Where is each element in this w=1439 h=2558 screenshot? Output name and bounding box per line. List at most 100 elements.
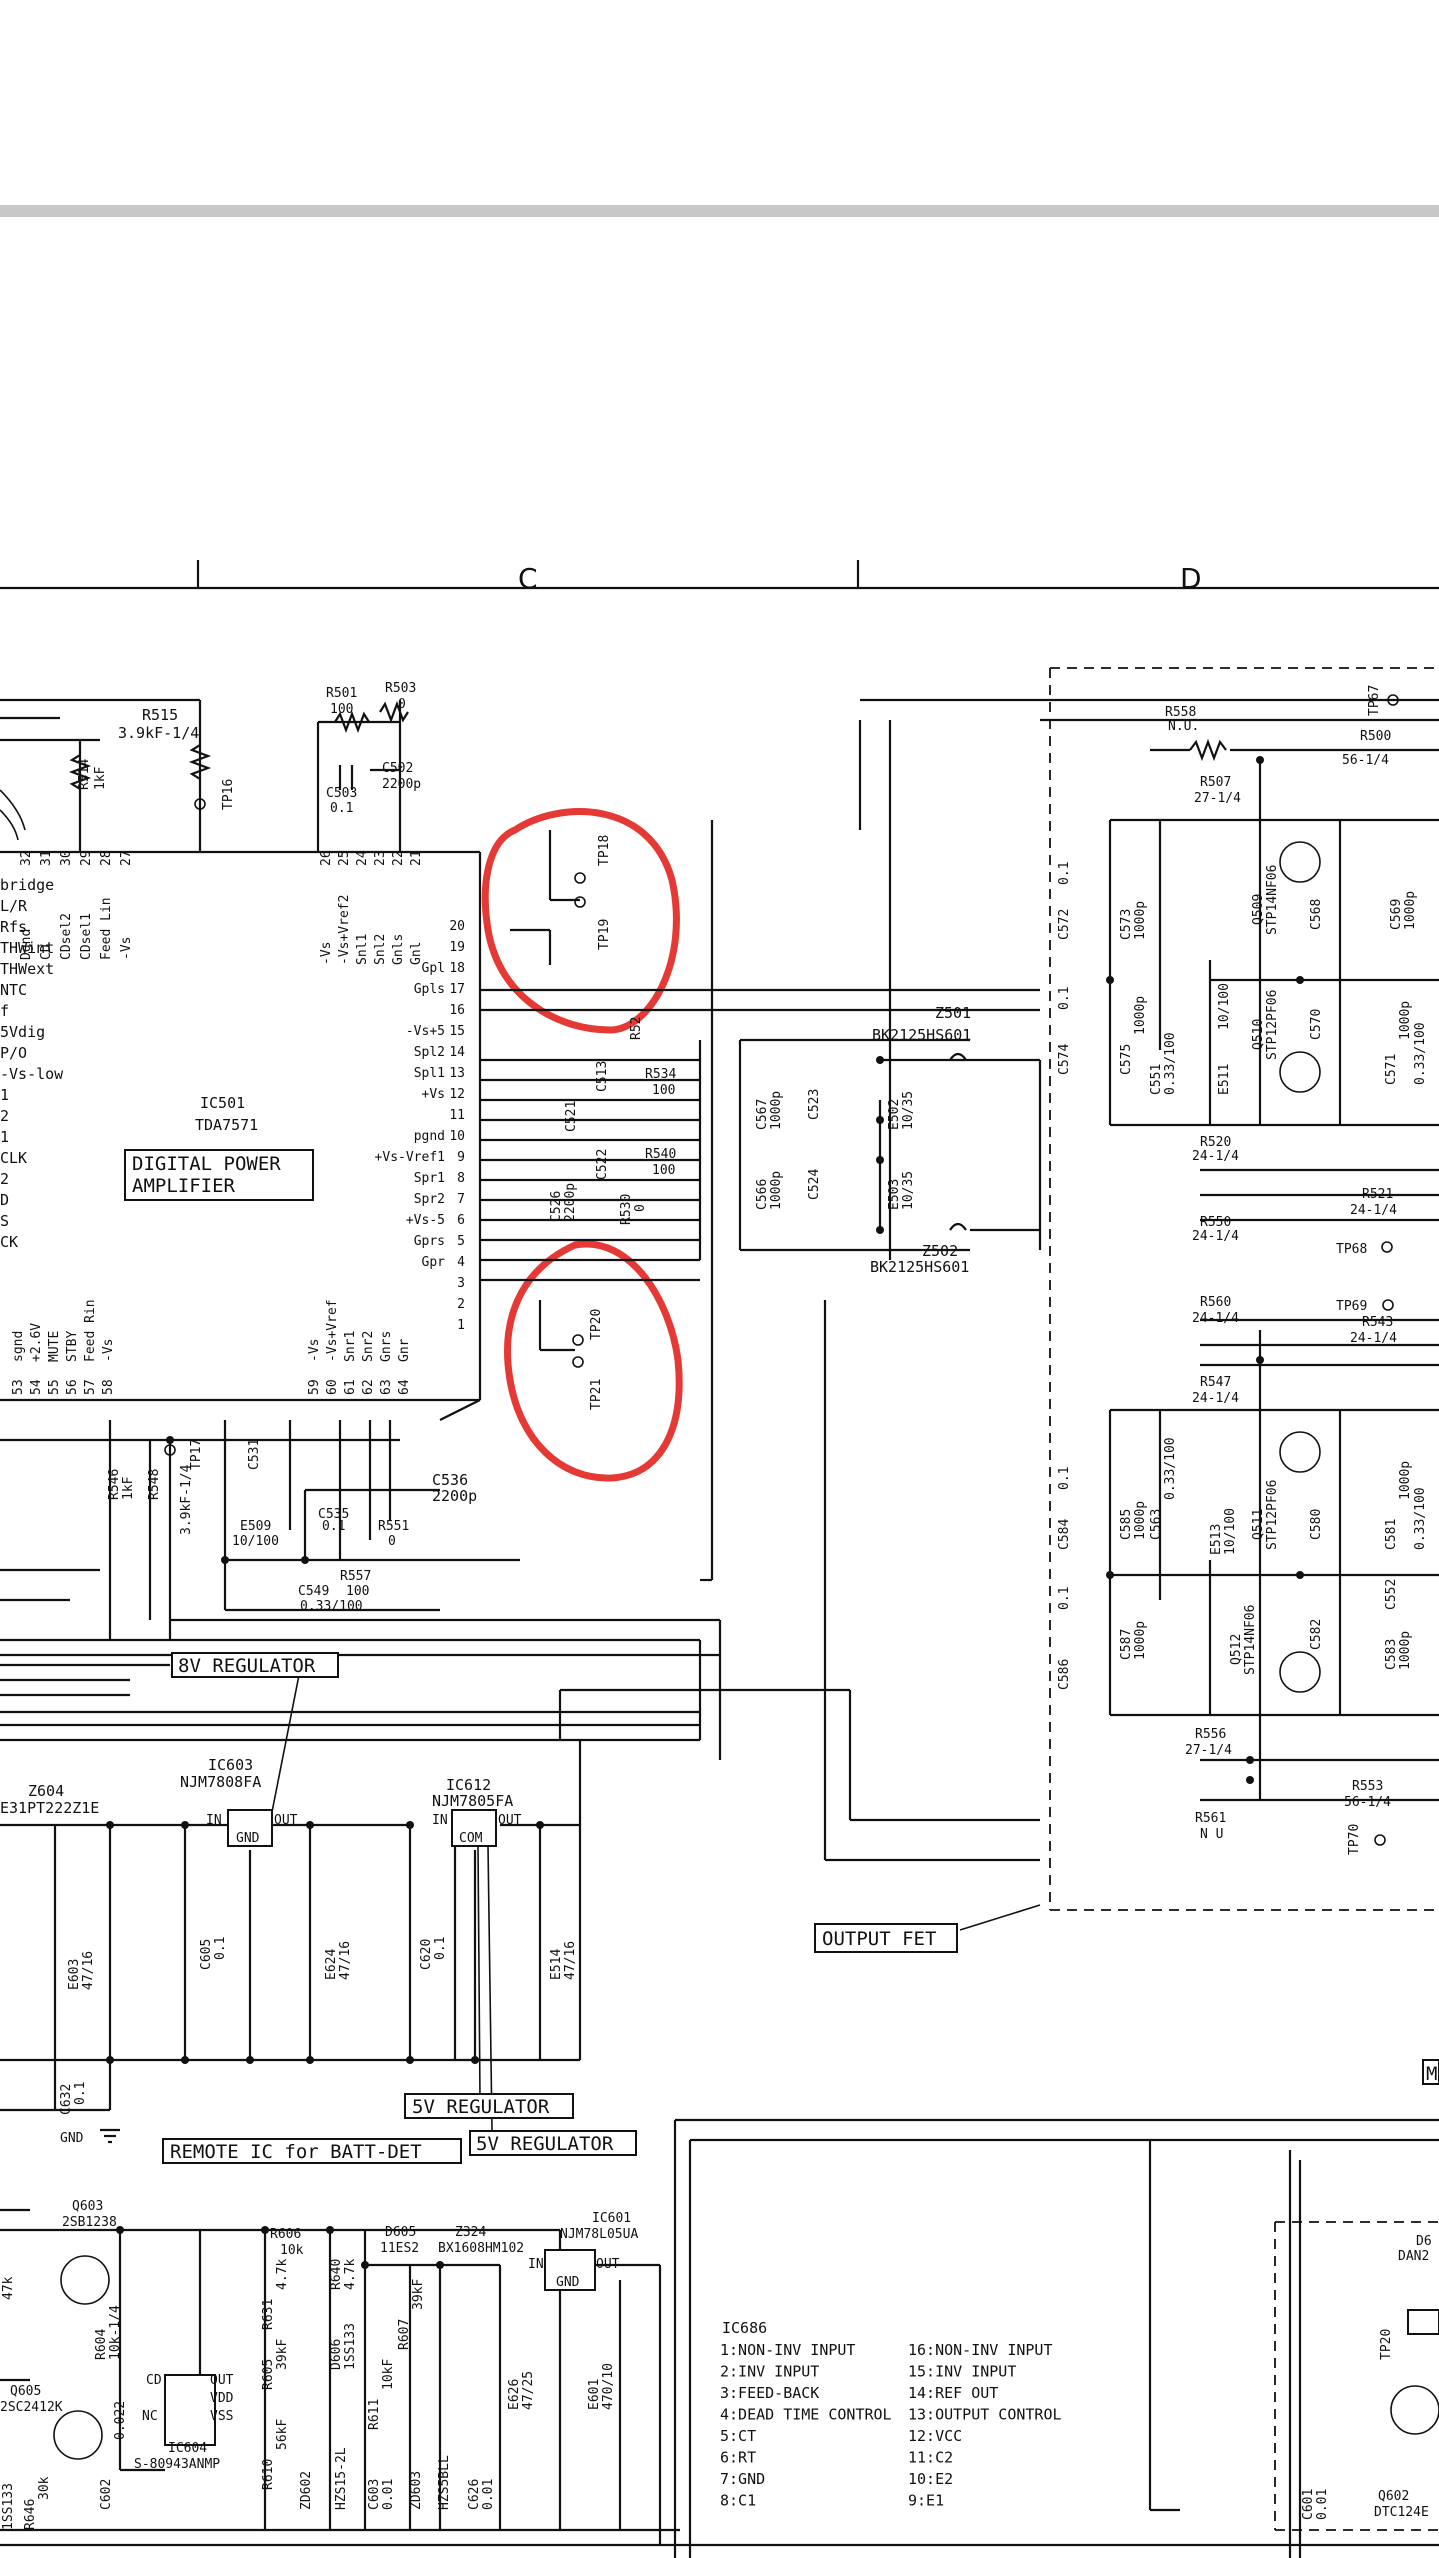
ic686-pin-right: 15:INV INPUT <box>908 2363 1016 2381</box>
reg-5v-label-b: 5V REGULATOR <box>476 2133 614 2155</box>
ic501-bottom-pin-name: Gnrs <box>379 1331 394 1362</box>
ic501-ref: IC501 <box>200 1094 245 1112</box>
zd602-part: HZS15-2L <box>334 2447 349 2510</box>
ic603-pin-out: OUT <box>274 1813 298 1828</box>
ic501-right-pin-name: +Vs-5 <box>406 1213 445 1228</box>
ic501-bottom-pin-name: +2.6V <box>29 1323 44 1362</box>
ic686-pin-left: 7:GND <box>720 2470 765 2488</box>
ic501-right-pin-number: 17 <box>449 982 465 997</box>
highlight-circle-tp20-tp21 <box>504 1240 683 1482</box>
tp19-label: TP19 <box>597 919 612 950</box>
snubber-top <box>316 700 409 852</box>
ic601-label: IC601 <box>592 2211 631 2226</box>
ic686-pin-left: 5:CT <box>720 2427 756 2445</box>
e603-value: 47/16 <box>81 1951 96 1990</box>
ic604-pin-cd: CD <box>146 2373 162 2388</box>
ic501-right-pin-name: Gpl <box>422 961 445 976</box>
ic501-right-pin-name: Spr1 <box>414 1171 445 1186</box>
ic501-top-pin-number: 24 <box>355 850 370 866</box>
zone-d-label: D <box>1180 562 1202 595</box>
e502-label: E502 <box>887 1099 902 1130</box>
ic501-top-pin-number: 27 <box>119 850 134 866</box>
c620-value: 0.1 <box>433 1937 448 1960</box>
ss133-value: 1SS133 <box>1 2483 16 2530</box>
c583-value: 1000p <box>1398 1631 1413 1670</box>
e511-value: 10/100 <box>1217 983 1232 1030</box>
q509-part: STP14NF06 <box>1265 865 1280 935</box>
ic501-left-pin-name: S <box>0 1212 9 1230</box>
c574-label: C574 <box>1057 1044 1072 1075</box>
top-rule <box>0 205 1439 217</box>
ic501-bottom-pin-number: 55 <box>47 1379 62 1395</box>
r561-value: N U <box>1200 1827 1223 1842</box>
c503-value: 0.1 <box>330 801 353 816</box>
ic686-pin-left: 2:INV INPUT <box>720 2363 819 2381</box>
z324-part: BX1608HM102 <box>438 2241 524 2256</box>
r640-label: R640 <box>329 2259 344 2290</box>
power-supply-bottom <box>0 2059 1439 2558</box>
ic501-left-pin-name: THWext <box>0 960 54 978</box>
e624-label: E624 <box>324 1949 339 1980</box>
r640-value: 4.7k <box>343 2259 358 2290</box>
c503-label: C503 <box>326 786 357 801</box>
c583-label: C583 <box>1384 1639 1399 1670</box>
c575-value: 1000p <box>1133 996 1148 1035</box>
ic501-bottom-pin-number: 56 <box>65 1379 80 1395</box>
reg-8v-label: 8V REGULATOR <box>178 1655 316 1677</box>
ic501-right-pin-number: 8 <box>457 1171 465 1186</box>
c626-value: 0.01 <box>481 2479 496 2510</box>
r646-value: 30k <box>37 2476 52 2500</box>
ic501-bottom-pin-name: MUTE <box>47 1331 62 1362</box>
c531-label: C531 <box>247 1439 262 1470</box>
ic686-pin-left: 1:NON-INV INPUT <box>720 2341 855 2359</box>
ic501-right-pin-number: 5 <box>457 1234 465 1249</box>
ic501-right-pin-number: 14 <box>449 1045 465 1060</box>
ic604-label: IC604 <box>168 2441 207 2456</box>
c603-value: 0.01 <box>381 2479 396 2510</box>
ic501-left-pin-name: D <box>0 1191 9 1209</box>
r507-value: 27-1/4 <box>1194 791 1241 806</box>
q605-part: 2SC2412K <box>0 2400 63 2415</box>
r547-label: R547 <box>1200 1375 1231 1390</box>
ic501-bottom-pin-number: 59 <box>307 1379 322 1395</box>
q603-label: Q603 <box>72 2199 103 2214</box>
output-fet-region <box>959 667 1439 1931</box>
ic501-top-pin-number: 31 <box>39 850 54 866</box>
ic501-left-pin-name: 1 <box>0 1086 9 1104</box>
ic501-right-pin-number: 11 <box>449 1108 465 1123</box>
c549-label: C549 <box>298 1584 329 1599</box>
d60x-label: D6 <box>1416 2234 1432 2249</box>
input-network-top <box>0 698 212 852</box>
ic501-top-pin-number: 28 <box>99 850 114 866</box>
r606-value: 10k <box>280 2243 304 2258</box>
ic501-right-pin-number: 1 <box>457 1318 465 1333</box>
ic686-pin-left: 6:RT <box>720 2449 756 2467</box>
ic612-pin-in: IN <box>432 1813 448 1828</box>
q512-label: Q512 <box>1229 1634 1244 1665</box>
e514-value: 47/16 <box>563 1941 578 1980</box>
ic612-part: NJM7805FA <box>432 1792 513 1810</box>
e626-label: E626 <box>507 2379 522 2410</box>
c549-value-b: 0.33/100 <box>300 1599 363 1614</box>
ic501-bottom-pin-number: 64 <box>397 1379 412 1395</box>
r604-label: R604 <box>94 2329 109 2360</box>
tp20b-label: TP20 <box>1379 2329 1394 2360</box>
c632-label: C632 <box>59 2084 74 2115</box>
e511-label: E511 <box>1217 1064 1232 1095</box>
ic501-left-pin-name: 5Vdig <box>0 1023 45 1041</box>
r604-value: 10k-1/4 <box>108 2305 123 2360</box>
c569-value: 1000p <box>1403 891 1418 930</box>
e513-label: E513 <box>1209 1524 1224 1555</box>
ic501-right-pin-number: 6 <box>457 1213 465 1228</box>
ic501-title-line2: AMPLIFIER <box>132 1175 236 1197</box>
ic501-bottom-pin-number: 53 <box>11 1379 26 1395</box>
ic501-bottom-pin-name: Feed Rin <box>83 1299 98 1362</box>
c563-value: 0.33/100 <box>1163 1437 1178 1500</box>
c566-value: 1000p <box>769 1171 784 1210</box>
e509-label: E509 <box>240 1519 271 1534</box>
ic604-pin-vdd: VDD <box>210 2391 234 2406</box>
e502-value: 10/35 <box>901 1091 916 1130</box>
ic501-bottom-pin-name: sgnd <box>11 1331 26 1362</box>
ic501-right-pin-name: Spl1 <box>414 1066 445 1081</box>
